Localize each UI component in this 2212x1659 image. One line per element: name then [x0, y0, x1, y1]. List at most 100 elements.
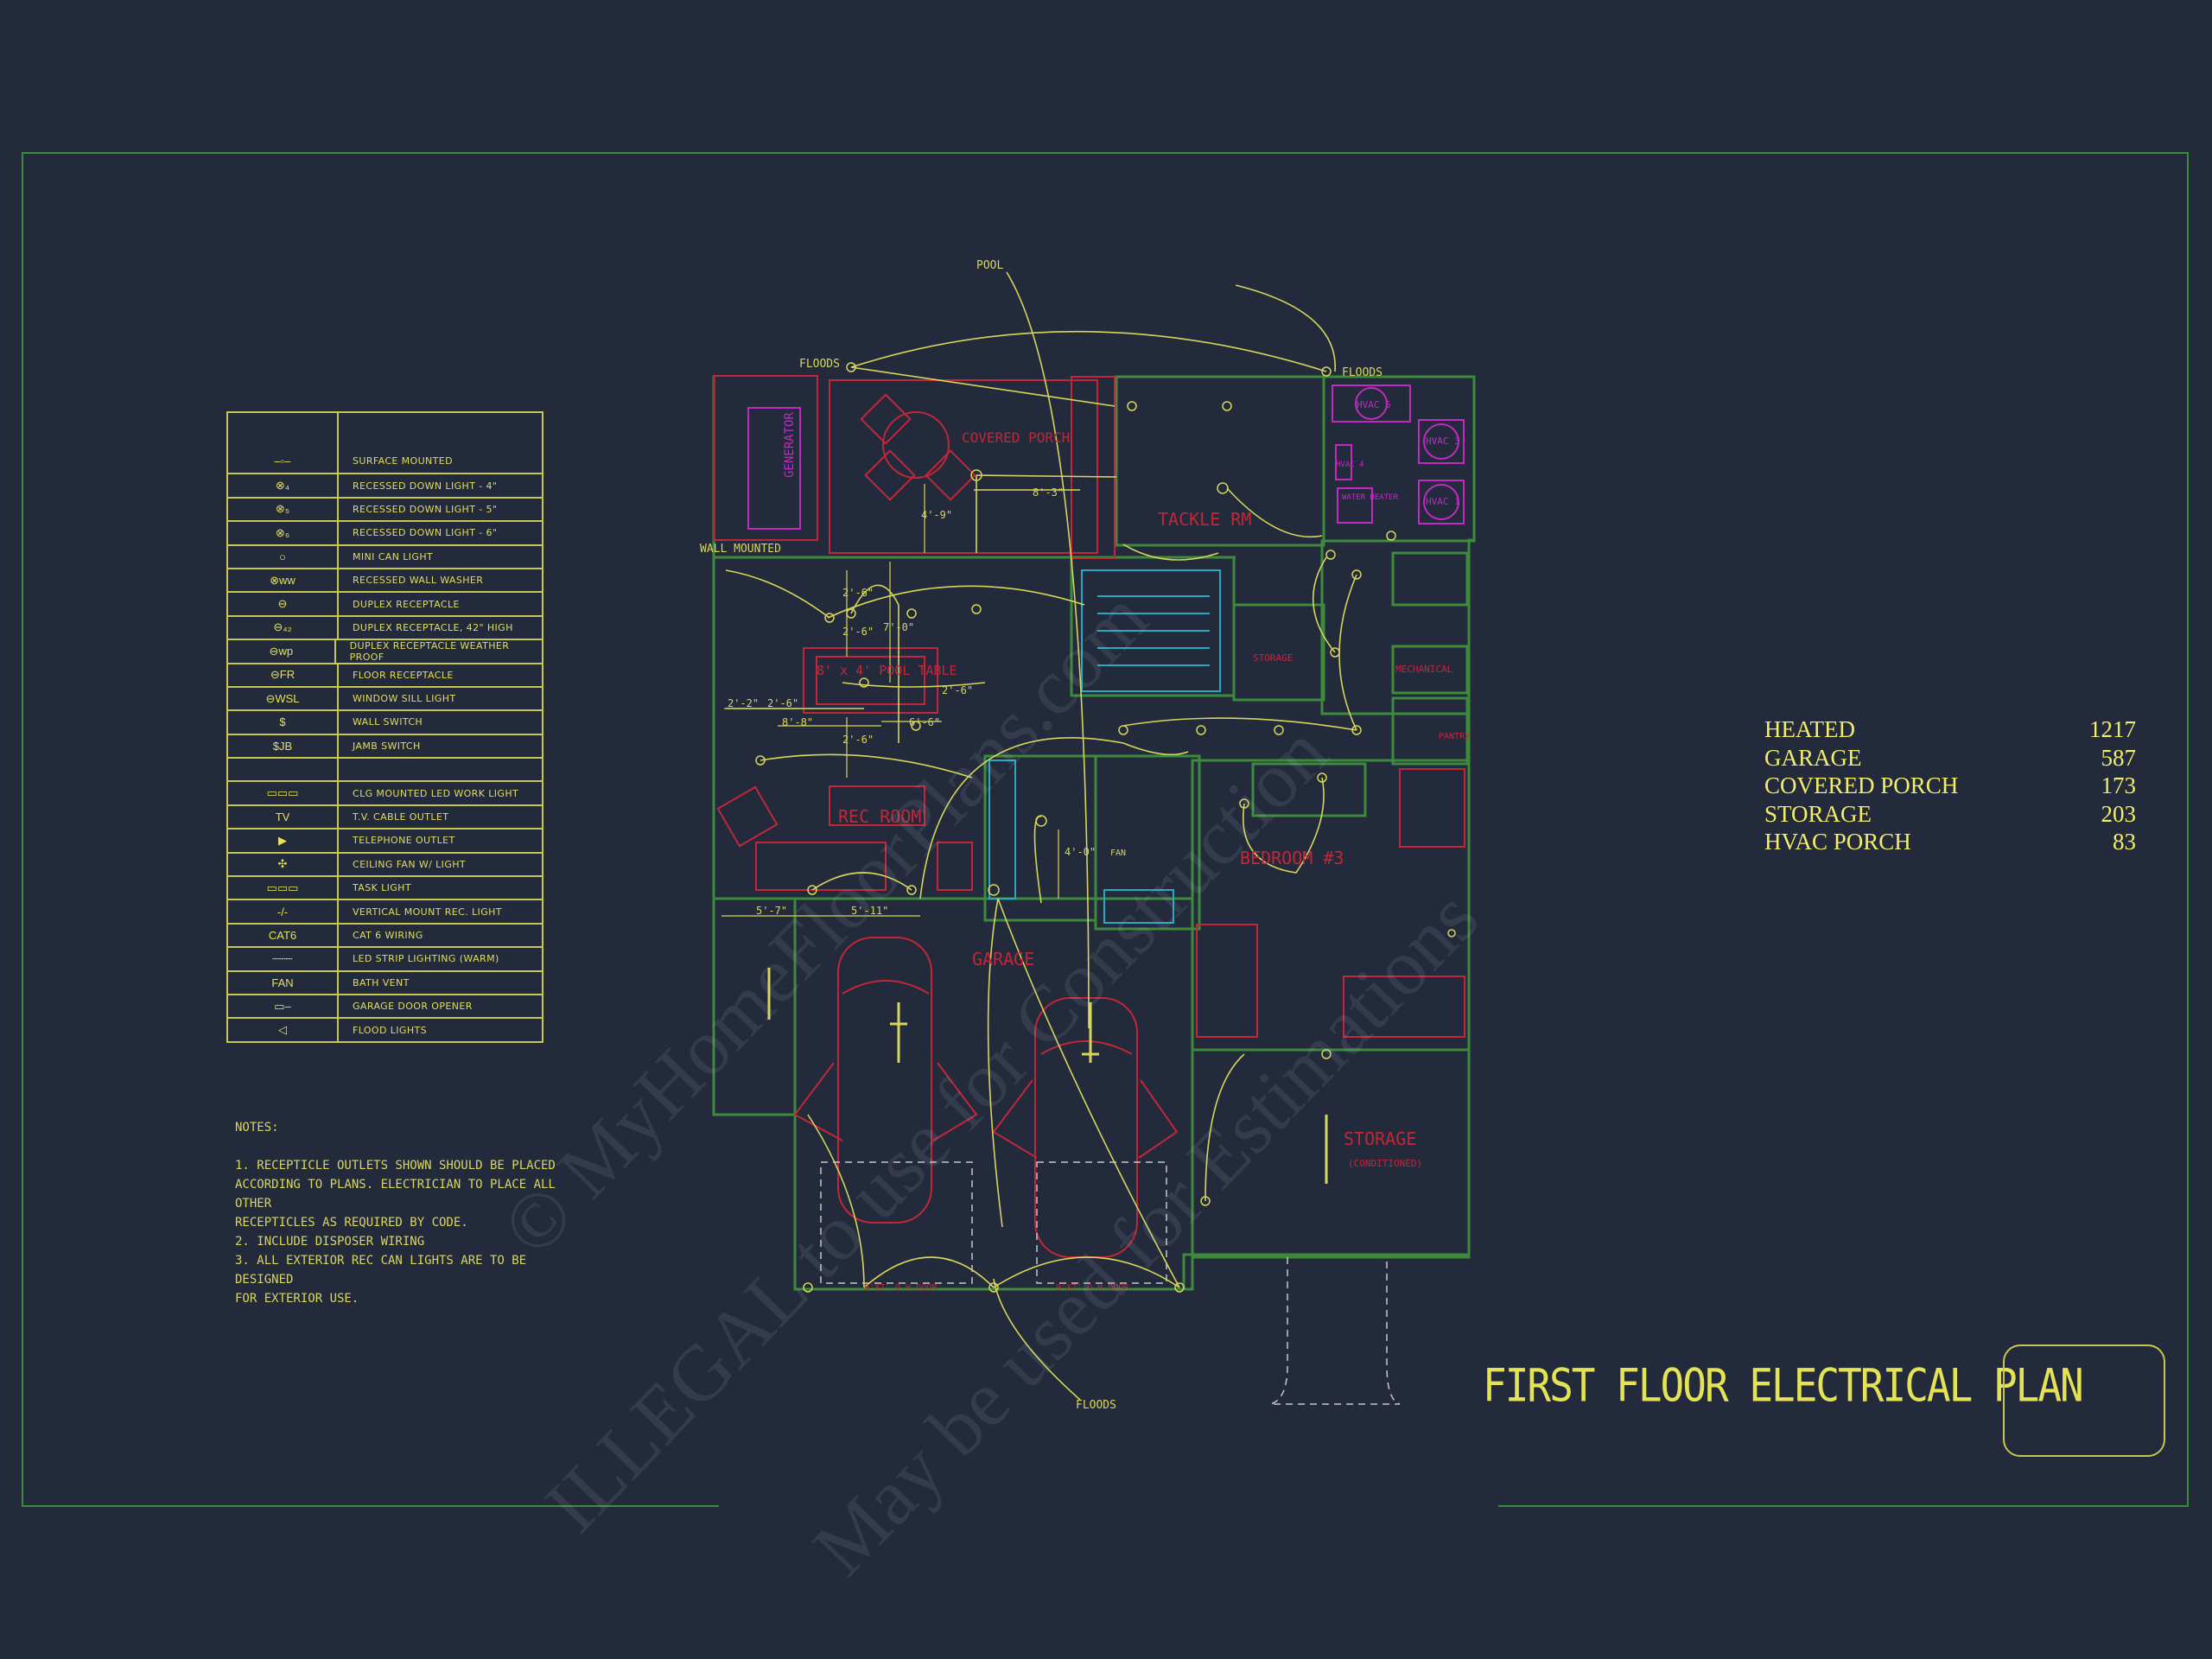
legend-label: Recessed Down Light - 6": [353, 527, 498, 539]
legend-label: T.V. Cable Outlet: [353, 811, 449, 823]
stair: [988, 569, 1221, 924]
legend-row: ⊗₅ Recessed Down Light - 5": [228, 496, 542, 521]
legend-symbol-icon: [228, 759, 339, 781]
legend-label: Task Light: [353, 882, 411, 894]
legend-symbol-icon: ▶: [228, 830, 339, 852]
legend-symbol-icon: FAN: [228, 971, 339, 994]
garage-doors: [820, 1161, 1401, 1405]
room-covered-porch: COVERED PORCH: [962, 429, 1070, 446]
dimension-label: 2'-6": [942, 684, 973, 696]
legend-row: TV T.V. Cable Outlet: [228, 804, 542, 829]
hvac-units: [747, 385, 1465, 530]
dimension-label: 7'-0": [883, 621, 914, 633]
dimension-label: 2'-6": [842, 587, 874, 599]
dimension-label: 5'-7": [756, 905, 787, 917]
garage-door-label: 9'X7' O.H.DOOR: [1056, 1283, 1129, 1293]
legend-row: ▭▭▭CLG Mounted LED Work Light: [228, 780, 542, 804]
note-1: 1. RECEPTICLE OUTLETS SHOWN SHOULD BE PL…: [235, 1159, 556, 1230]
legend-row: ▭– Garage Door Opener: [228, 993, 542, 1018]
floods-label: FLOODS: [1076, 1399, 1116, 1412]
legend-label: Telephone Outlet: [353, 835, 455, 847]
legend-label: CAT 6 Wiring: [353, 930, 423, 941]
floods-label: FLOODS: [1342, 366, 1382, 379]
legend-label: Flood Lights: [353, 1024, 428, 1036]
plan-title: FIRST FLOOR ELECTRICAL PLAN: [1483, 1358, 2084, 1413]
legend-row: ✣Ceiling Fan w/ Light: [228, 851, 542, 876]
legend-label: Bath Vent: [353, 976, 410, 988]
legend-label: Duplex Receptacle, 42" High: [353, 621, 513, 633]
room-tackle: TACKLE RM: [1158, 509, 1251, 530]
hvac-label: HVAC 1: [1426, 496, 1460, 507]
legend-symbol-icon: ○: [228, 545, 339, 568]
legend-symbol-icon: –◦–: [228, 449, 339, 474]
legend-label: Vertical Mount Rec. Light: [353, 906, 502, 918]
legend-symbol-icon: ⊖WSL: [228, 687, 339, 710]
legend-symbol-icon: $JB: [228, 734, 339, 758]
room-bedroom: BEDROOM #3: [1240, 848, 1344, 868]
room-storage-small: STORAGE: [1253, 652, 1293, 664]
dimension-label: 6'-6": [909, 716, 940, 728]
legend-row: ▶ Telephone Outlet: [228, 828, 542, 852]
legend-row: $Wall Switch: [228, 709, 542, 734]
dimension-lines: [721, 484, 1059, 917]
legend-symbol-icon: ┄┄┄: [228, 948, 339, 970]
legend-label: Ceiling Fan w/ Light: [353, 858, 467, 870]
legend-symbol-icon: ▭▭▭: [228, 782, 339, 804]
room-storage-sub: (CONDITIONED): [1348, 1158, 1422, 1169]
legend-symbol-icon: ⊗ww: [228, 569, 339, 592]
symbol-legend: –◦–Surface Mounted⊗₄Recessed Down Light …: [226, 411, 543, 1043]
legend-row: ⊗₄Recessed Down Light - 4": [228, 473, 542, 497]
legend-symbol-icon: $: [228, 711, 339, 734]
room-storage: STORAGE: [1344, 1128, 1416, 1149]
dimension-label: 4'-9": [921, 509, 952, 521]
legend-symbol-icon: ⊗₄: [228, 474, 339, 497]
wall-mounted-label: WALL MOUNTED: [700, 543, 781, 556]
note-3: 3. ALL EXTERIOR REC CAN LIGHTS ARE TO BE…: [235, 1254, 527, 1306]
legend-symbol-icon: ▭–: [228, 995, 339, 1018]
legend-row: ⊖Duplex Receptacle: [228, 591, 542, 615]
room-rec: REC ROOM: [838, 806, 921, 827]
floods-label: FLOODS: [799, 358, 840, 371]
legend-symbol-icon: -/-: [228, 900, 339, 923]
legend-label: Garage Door Opener: [353, 1001, 473, 1013]
legend-symbol-icon: ⊖: [228, 593, 339, 615]
water-heater-label: WATER HEATER: [1342, 493, 1399, 502]
pool-table-label: 8' x 4' POOL TABLE: [817, 663, 957, 678]
legend-row: ▭▭▭ Task Light: [228, 875, 542, 899]
dimension-label: 2'-6": [842, 626, 874, 638]
legend-row: ⊖₄₂ Duplex Receptacle, 42" High: [228, 614, 542, 639]
notes-block: NOTES: 1. RECEPTICLE OUTLETS SHOWN SHOUL…: [235, 1118, 581, 1308]
plan-labels: POOL FLOODS FLOODS FLOODS WALL MOUNTED C…: [700, 259, 1470, 1412]
legend-row: ⊖FRFloor Receptacle: [228, 662, 542, 686]
notes-heading: NOTES:: [235, 1121, 279, 1135]
room-mechanical: MECHANICAL: [1395, 664, 1453, 675]
legend-symbol-icon: ⊗₆: [228, 522, 339, 544]
light-bars: [767, 968, 1328, 1184]
title-block-box: [2003, 1344, 2165, 1457]
legend-label: Duplex Receptacle Weather Proof: [349, 639, 510, 663]
fan-label: FAN: [1110, 849, 1126, 858]
dimension-label: 2'-6": [842, 734, 874, 746]
legend-label: Recessed Down Light - 5": [353, 503, 498, 515]
legend-row: ⊗wwRecessed Wall Washer: [228, 567, 542, 592]
legend-symbol-icon: ◁: [228, 1019, 339, 1041]
legend-row: ┄┄┄LED Strip Lighting (Warm): [228, 946, 542, 970]
dimension-label: 8'-3": [1033, 486, 1064, 499]
legend-row: FAN Bath Vent: [228, 969, 542, 994]
legend-row: ⊗₆ Recessed Down Light - 6": [228, 520, 542, 544]
legend-row: ◁ Flood Lights: [228, 1017, 542, 1041]
legend-row: ⊖wp Duplex Receptacle Weather Proof: [228, 639, 542, 663]
legend-symbol-icon: ▭▭▭: [228, 877, 339, 899]
legend-symbol-icon: ⊖wp: [228, 640, 336, 663]
pool-label: POOL: [976, 259, 1003, 272]
legend-symbol-icon: ⊖₄₂: [228, 616, 339, 639]
dimension-label: 2'-2": [728, 697, 759, 709]
room-garage: GARAGE: [972, 949, 1034, 969]
legend-symbol-icon: TV: [228, 805, 339, 829]
legend-symbol-icon: ⊗₅: [228, 498, 339, 521]
